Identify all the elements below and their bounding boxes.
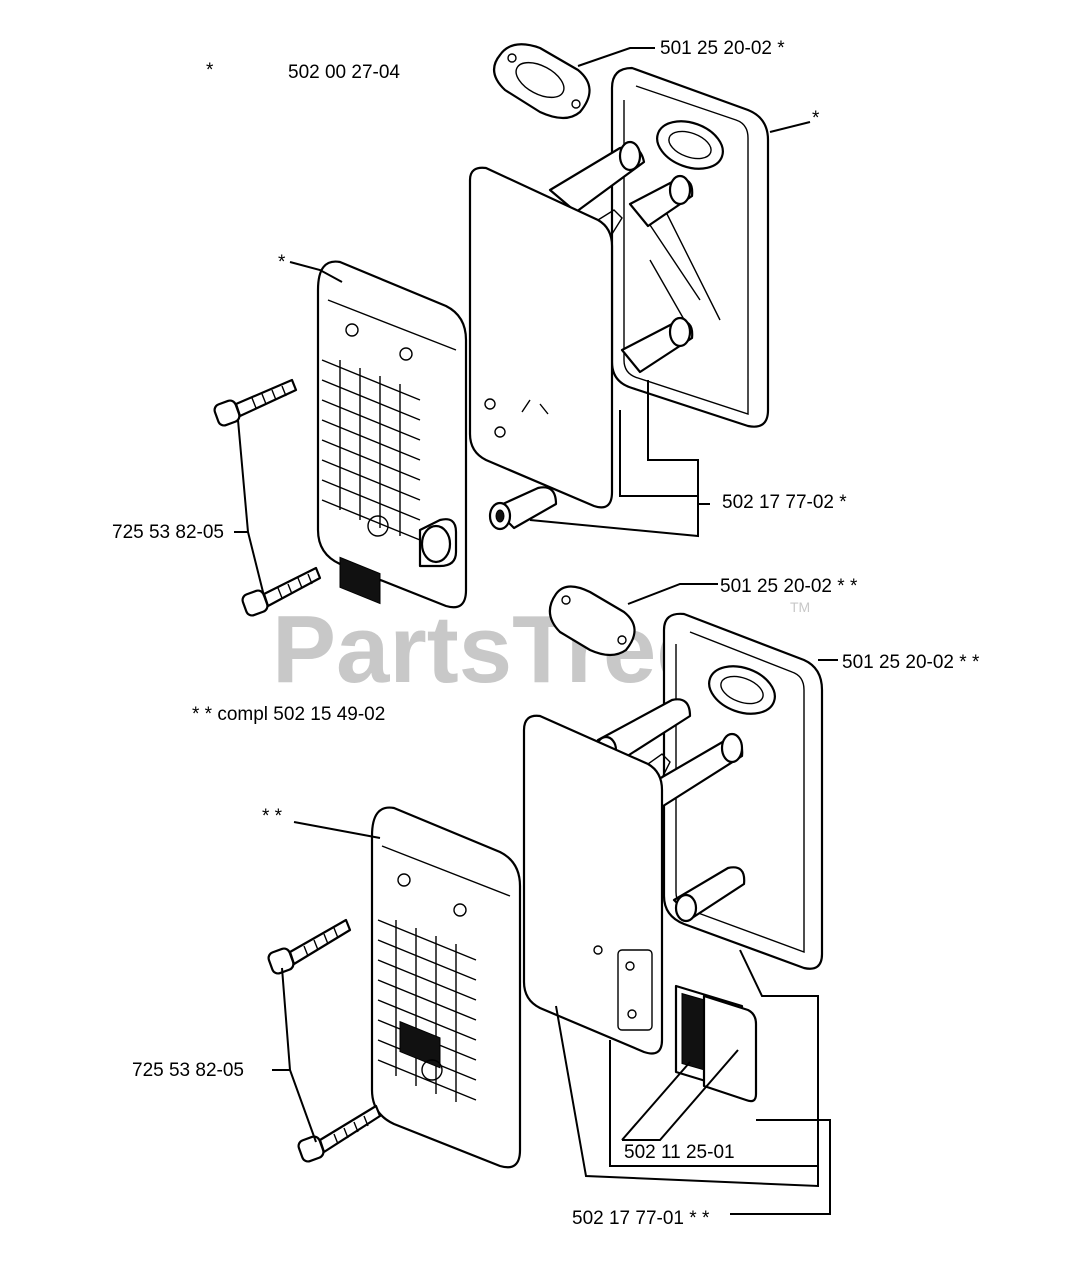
label-compl-note: * * compl 502 15 49-02 [192, 704, 385, 725]
label-body-bottom: 501 25 20-02 * * [842, 652, 980, 673]
label-tube-bottom: 502 17 77-01 * * [572, 1208, 710, 1229]
label-bolt-top: 725 53 82-05 [112, 522, 224, 543]
cover-plate-top [468, 166, 623, 509]
label-bolt-bottom: 725 53 82-05 [132, 1060, 244, 1081]
cover-plate-bottom [522, 714, 671, 1055]
label-top-star: * [206, 60, 214, 81]
watermark-tm: TM [790, 599, 810, 615]
label-gasket-bottom: 501 25 20-02 * * [720, 576, 858, 597]
bolt-bottom-1 [267, 918, 352, 975]
spark-screen-bottom [370, 806, 522, 1169]
label-spark-screen: 502 11 25-01 [624, 1142, 735, 1163]
spark-screen-top [316, 260, 468, 609]
bolt-top-2 [241, 566, 322, 617]
tubes-top [488, 140, 694, 531]
screen-grille-bottom [377, 919, 477, 1102]
leader-lines [234, 47, 838, 1215]
label-gasket-top: 501 25 20-02 * [660, 38, 785, 59]
bolt-top-1 [213, 378, 298, 427]
label-screen-top-star: * [278, 252, 286, 273]
label-tube-top: 502 17 77-02 * [722, 492, 847, 513]
muffler-body-top [610, 66, 770, 428]
watermark-text: PartsTree [272, 596, 710, 703]
spark-arrestor-insert [674, 984, 758, 1103]
gasket-bottom [548, 585, 636, 657]
label-body-top-star: * [812, 108, 820, 129]
gasket-top [493, 43, 591, 120]
label-screen-bottom-star: * * [262, 806, 283, 827]
screen-grille-top [321, 359, 421, 605]
bolt-bottom-2 [297, 1104, 382, 1163]
label-top-assembly: 502 00 27-04 [288, 62, 400, 83]
muffler-body-bottom [662, 612, 824, 970]
